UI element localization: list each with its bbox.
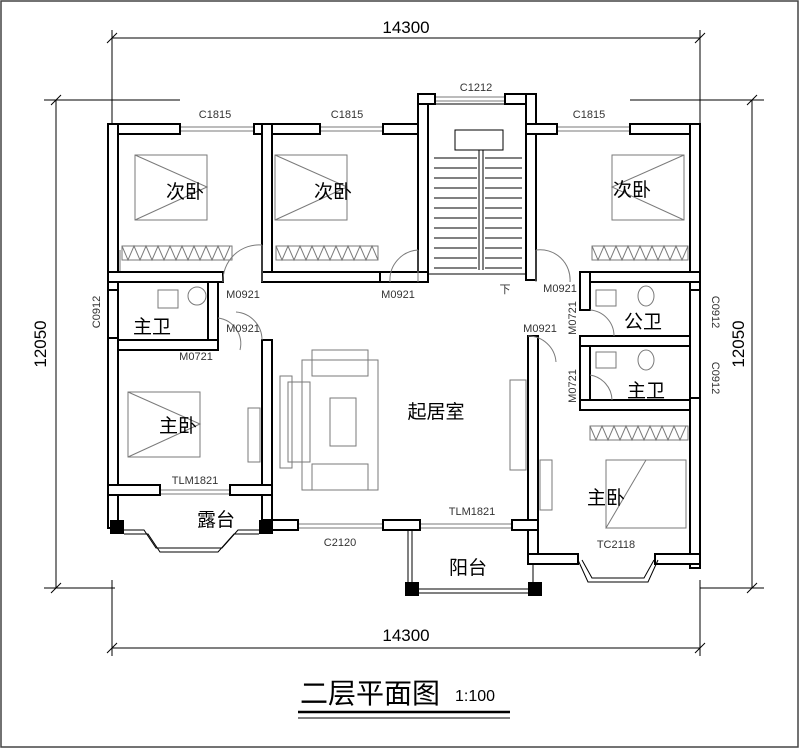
bath-fixtures (157, 285, 655, 371)
code-m0721-a: M0721 (179, 351, 213, 363)
dim-top-label: 14300 (382, 18, 429, 37)
dimension-right (630, 94, 764, 594)
code-c2120: C2120 (324, 537, 356, 549)
room-bedroom-2a: 次卧 (166, 181, 204, 203)
code-m0721-b: M0721 (567, 301, 579, 335)
code-m0921-d: M0921 (226, 323, 260, 335)
code-c0912-c: C0912 (709, 362, 721, 394)
sofa-set (247, 349, 553, 511)
room-bath-master-a: 主卫 (133, 316, 171, 338)
room-master-a: 主卧 (159, 415, 197, 437)
wardrobes (121, 244, 689, 442)
walls (107, 93, 701, 569)
room-bath-master-b: 主卫 (627, 380, 665, 402)
code-c1815-b: C1815 (331, 109, 363, 121)
code-m0921-e: M0921 (523, 323, 557, 335)
code-tlm1821-b: TLM1821 (449, 506, 495, 518)
code-c0912-a: C0912 (91, 296, 103, 328)
dimension-bottom (106, 580, 706, 656)
code-m0721-c: M0721 (567, 369, 579, 403)
code-c0912-b: C0912 (709, 296, 721, 328)
code-c1815-a: C1815 (199, 109, 231, 121)
code-m0921-b: M0921 (381, 289, 415, 301)
stair-down-label: 下 (500, 284, 511, 296)
code-tlm1821-a: TLM1821 (172, 475, 218, 487)
code-m0921-c: M0921 (543, 283, 577, 295)
columns (110, 520, 542, 596)
room-master-b: 主卧 (587, 487, 625, 509)
room-bath-public: 公卫 (624, 311, 662, 333)
drawing-scale: 1:100 (455, 688, 495, 705)
drawing-title: 二层平面图 (300, 677, 440, 710)
room-living: 起居室 (407, 401, 464, 423)
code-c1815-c: C1815 (573, 109, 605, 121)
code-c1212: C1212 (460, 82, 492, 94)
room-terrace: 露台 (197, 509, 235, 531)
dimension-top (106, 30, 706, 125)
room-balcony: 阳台 (449, 557, 487, 579)
windows (107, 96, 699, 529)
dim-left-label: 12050 (31, 320, 50, 367)
stair-treads (434, 157, 522, 269)
code-tc2118: TC2118 (597, 539, 635, 551)
dim-right-label: 12050 (729, 320, 748, 367)
room-bedroom-2c: 次卧 (613, 179, 651, 201)
room-bedroom-2b: 次卧 (314, 181, 352, 203)
beds (127, 154, 687, 529)
dimension-left (44, 94, 180, 594)
door-swings (217, 244, 615, 401)
railings (124, 529, 659, 594)
dim-bottom-label: 14300 (382, 626, 429, 645)
staircase (427, 103, 527, 275)
code-m0921-a: M0921 (226, 289, 260, 301)
